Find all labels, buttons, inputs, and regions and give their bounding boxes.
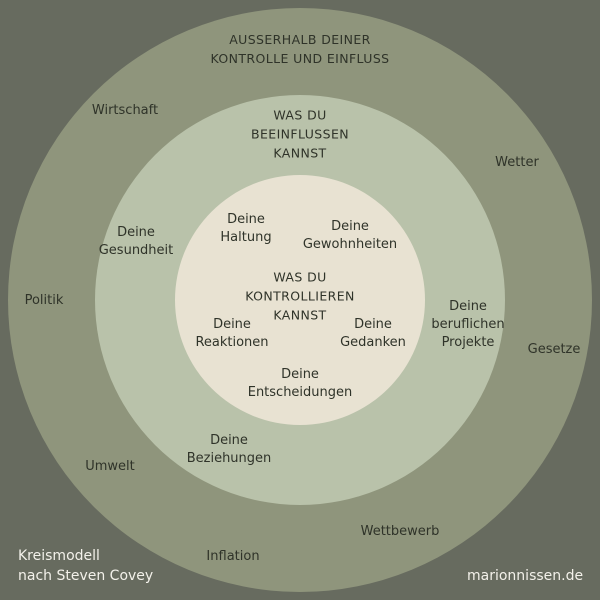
- outer-item-wirtschaft: Wirtschaft: [91, 103, 159, 118]
- inner-circle-control: [175, 175, 425, 425]
- outer-item-wettbewerb: Wettbewerb: [360, 524, 440, 539]
- outer-item-gesetze: Gesetze: [527, 342, 581, 357]
- inner-item-gedanken: Deine Gedanken: [340, 317, 406, 350]
- middle-item-beziehungen: Deine Beziehungen: [186, 433, 272, 466]
- middle-heading: WAS DU BEEINFLUSSEN KANNST: [250, 107, 350, 161]
- inner-item-entscheidungen: Deine Entscheidungen: [247, 367, 353, 400]
- outer-item-umwelt: Umwelt: [85, 459, 135, 474]
- footer-website: marionnissen.de: [467, 568, 584, 584]
- footer-credit: Kreismodell nach Steven Covey: [18, 548, 154, 584]
- outer-item-inflation: Inflation: [206, 549, 260, 564]
- inner-item-reaktionen: Deine Reaktionen: [195, 317, 269, 350]
- outer-heading: AUSSERHALB DEINER KONTROLLE UND EINFLUSS: [210, 32, 390, 66]
- outer-item-politik: Politik: [24, 293, 64, 308]
- middle-item-projekte: Deine beruflichen Projekte: [431, 299, 505, 350]
- inner-item-gewohnheiten: Deine Gewohnheiten: [302, 219, 398, 252]
- inner-heading: WAS DU KONTROLLIEREN KANNST: [245, 269, 355, 323]
- middle-item-gesundheit: Deine Gesundheit: [98, 225, 174, 258]
- outer-item-wetter: Wetter: [495, 155, 539, 170]
- inner-item-haltung: Deine Haltung: [220, 212, 272, 245]
